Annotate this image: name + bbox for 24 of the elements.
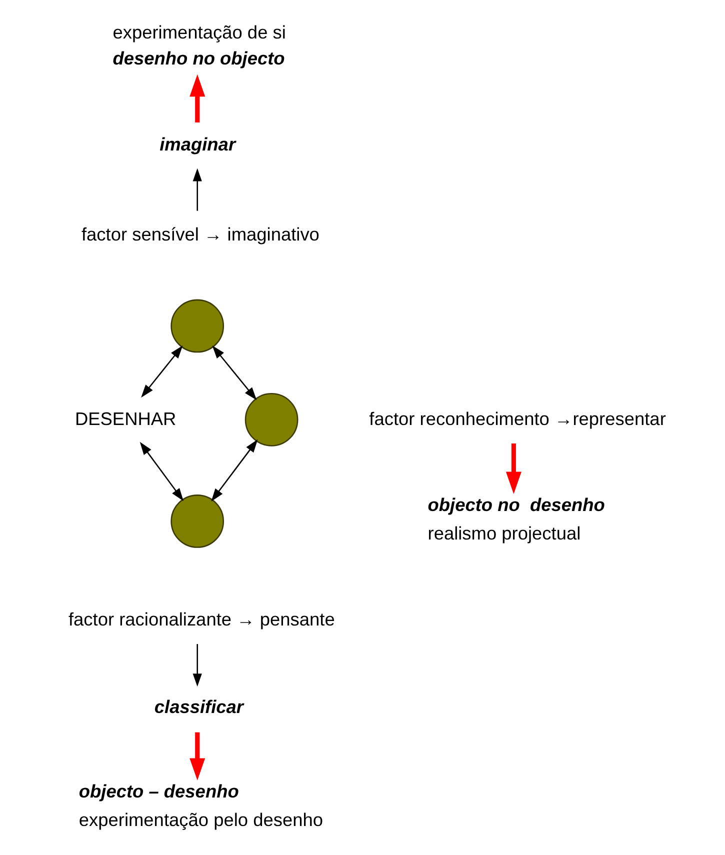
node-text: DESENHAR (74, 409, 176, 430)
node-circle (170, 299, 224, 353)
node-text: objecto – desenho (78, 781, 238, 802)
node-label: experimentação pelo desenho (78, 810, 322, 830)
arrow (192, 644, 202, 687)
arrow (140, 346, 182, 398)
arrow (189, 74, 205, 122)
node-text: imaginar (159, 134, 236, 154)
arrow (192, 168, 202, 211)
arrow (189, 732, 205, 780)
node-text: classificar (154, 696, 244, 717)
node-text: desenho no objecto (112, 48, 284, 69)
arrow (505, 443, 521, 494)
node-text: factor sensível → imaginativo (80, 224, 319, 244)
arrow (212, 346, 256, 400)
node-circle (170, 494, 224, 548)
node-label: realismo projectual (427, 524, 580, 544)
arrow (139, 442, 184, 502)
node-circle (244, 393, 298, 446)
node-text: factor reconhecimento →representar (368, 409, 666, 430)
node-label: experimentação de si (112, 22, 286, 43)
arrow (210, 439, 258, 502)
node-text: objecto no desenho (427, 495, 604, 516)
node-text: factor racionalizante → pensante (68, 610, 334, 630)
